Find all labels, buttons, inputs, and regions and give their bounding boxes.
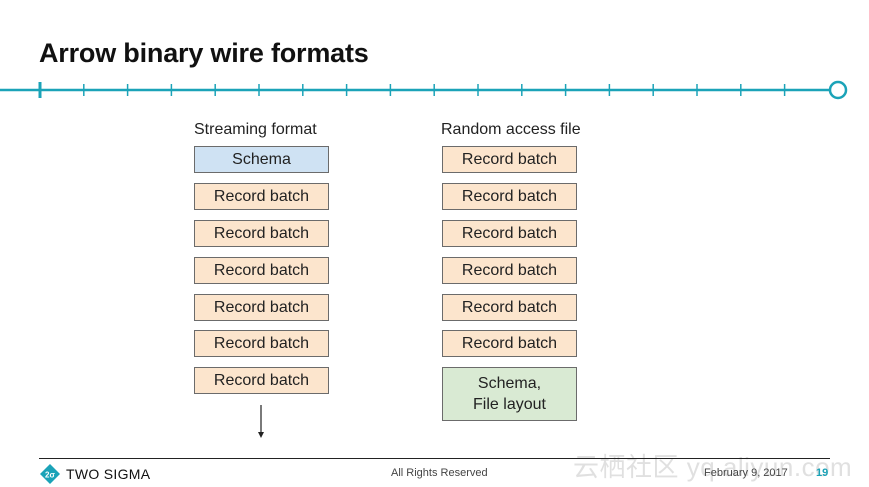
streaming-record-batch-box: Record batch	[194, 183, 329, 210]
two-sigma-logo-icon: 2σ	[40, 464, 60, 484]
schema-file-layout-line1: Schema,	[477, 375, 542, 392]
schema-file-layout-line2: File layout	[473, 396, 546, 413]
random-access-file-label: Random access file	[441, 121, 581, 138]
date-text: February 9, 2017	[704, 467, 788, 479]
streaming-record-batch-box: Record batch	[194, 257, 329, 284]
two-sigma-logo: 2σ TWO SIGMA	[40, 464, 150, 484]
random-access-record-batch-box: Record batch	[442, 294, 577, 321]
streaming-schema-box: Schema	[194, 146, 329, 173]
streaming-record-batch-box: Record batch	[194, 220, 329, 247]
schema-file-layout-box: Schema, File layout	[442, 367, 577, 421]
timeline-decoration	[0, 80, 848, 100]
streaming-record-batch-box: Record batch	[194, 294, 329, 321]
rights-text: All Rights Reserved	[391, 467, 488, 479]
random-access-record-batch-box: Record batch	[442, 330, 577, 357]
footer-divider	[39, 458, 830, 459]
page-number: 19	[816, 467, 829, 479]
timeline-end-circle	[828, 80, 848, 100]
logo-mark-text: 2σ	[45, 471, 55, 480]
streaming-record-batch-box: Record batch	[194, 367, 329, 394]
random-access-record-batch-box: Record batch	[442, 220, 577, 247]
slide-title: Arrow binary wire formats	[39, 38, 369, 68]
stream-continues-arrow	[258, 405, 264, 438]
streaming-record-batch-box: Record batch	[194, 330, 329, 357]
logo-text: TWO SIGMA	[66, 466, 151, 482]
watermark: 云栖社区 yq.aliyun.com	[573, 452, 853, 482]
random-access-record-batch-box: Record batch	[442, 183, 577, 210]
random-access-record-batch-box: Record batch	[442, 257, 577, 284]
random-access-record-batch-box: Record batch	[442, 146, 577, 173]
streaming-format-label: Streaming format	[194, 121, 317, 138]
